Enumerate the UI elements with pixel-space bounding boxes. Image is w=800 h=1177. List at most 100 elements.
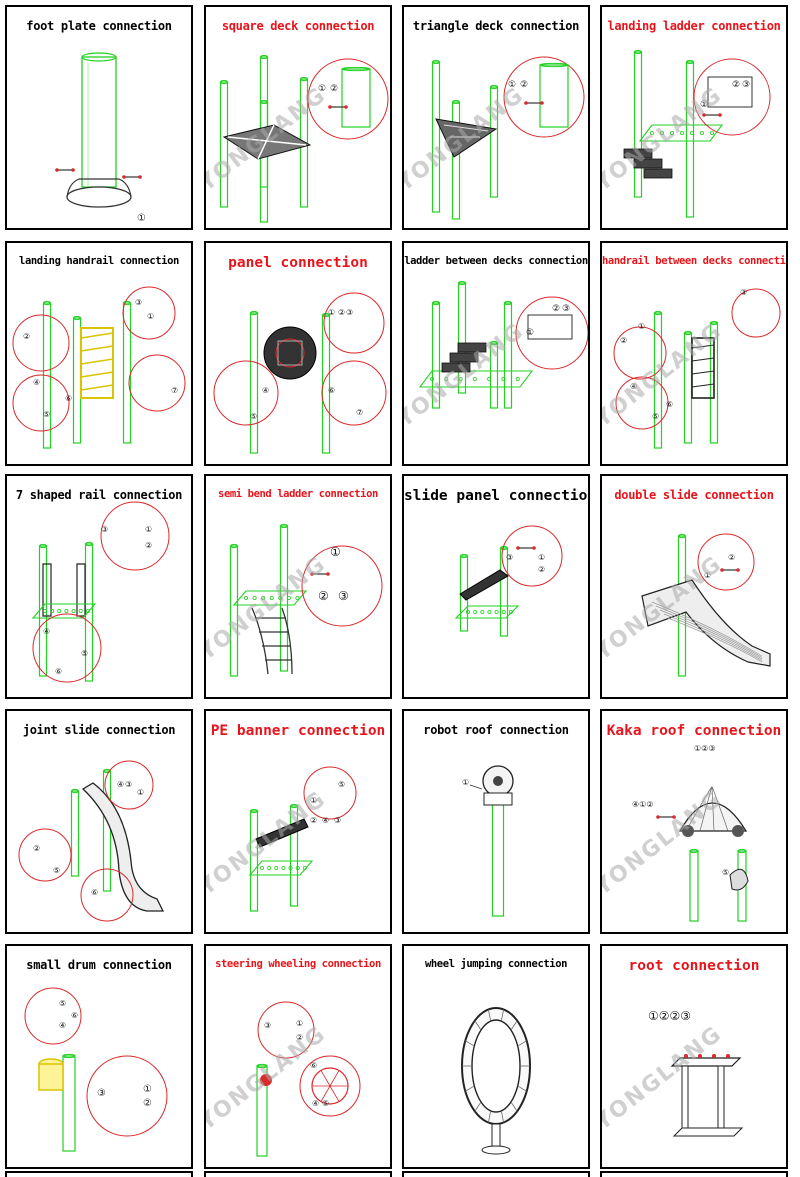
part-number-label: ④ [33,378,40,387]
part-number-label: ② [310,816,317,825]
part-number-label: ⑤ [59,999,66,1008]
panel-title: landing ladder connection [607,19,781,33]
detail-callout-circle [122,286,176,340]
detail-callout-circle [18,828,72,882]
part-number-label: ② [23,332,30,341]
lower-deck [418,370,534,388]
part-number-label: ④ [262,386,269,395]
pipe [259,54,269,188]
landing-deck [638,124,724,142]
semi-bend-ladder [251,607,293,675]
part-number-label: ④ [312,1099,319,1108]
part-number-label: ① [526,328,534,338]
detail-callout-circle [86,1055,168,1137]
part-number-label: ② [728,553,735,562]
part-number-label: ⑥ [91,888,98,897]
pipe [683,330,693,444]
detail-callout-circle [104,760,154,810]
detail-pipe [341,66,371,128]
bottom-strip [0,1171,800,1177]
part-number-label: ⑥ [328,386,335,395]
slide-panel [459,569,509,601]
pipe [229,543,239,677]
detail-callout-circle [307,58,389,140]
part-number-label: ③ [135,298,142,307]
part-number-label: ② [145,541,152,550]
panel-illustration: ②① [641,533,771,677]
kaka-roof-pipe [689,848,699,922]
part-number-label: ③ [101,525,108,534]
detail-callout-circle [303,766,357,820]
detail-callout-circle [213,360,279,426]
part-number-label: ② [143,1098,152,1109]
part-number-label: ④ [117,780,124,789]
part-number-label: ① [328,308,335,317]
part-number-label: ② [330,84,338,94]
part-number-label: ③ [97,1088,106,1099]
landing-ladder-steps [623,148,673,179]
part-number-label: ③ [506,553,513,562]
part-number-label: ⑦ [356,408,363,417]
part-number-label: ② [552,304,560,314]
pipe [489,84,499,198]
pipe [42,300,52,449]
detail-callout-circle [501,525,563,587]
part-number-label: ⑤ [43,410,50,419]
part-number-label: ⑥ [55,667,62,676]
part-number-label: ④ [43,627,50,636]
double-slide [641,579,771,667]
panel-title: Kaka roof connection [606,723,782,739]
part-number-label: ⑥ [65,394,72,403]
bolt-part [55,168,75,172]
part-number-label: ② [33,844,40,853]
part-number-label: ② [520,80,528,90]
bolt-part [656,815,676,819]
steering-wheel [260,1067,349,1105]
part-number-label: ① [704,571,711,580]
panel-illustration [461,1007,531,1155]
pipe [249,808,259,912]
bracket-plate [707,76,753,108]
detail-callout-circle [693,58,771,136]
pipe [633,49,643,198]
panel-title: square deck connection [221,19,375,33]
part-number-label: ① [310,796,317,805]
pipe [259,99,269,223]
root-frame [670,1057,744,1137]
detail-callout-circle [12,314,70,372]
detail-callout-circle [128,354,186,412]
ladder-deck [232,590,308,606]
part-number-label: ② [732,80,740,90]
part-number-label: ⑦ [171,386,178,395]
panel-title: root connection [628,958,760,974]
part-number-label: ④①② [632,800,654,809]
part-number-label: ① [462,778,469,787]
part-number-label: ⑤ [652,412,659,421]
handrail-panel [691,337,715,399]
part-number-label: ① [137,213,146,224]
detail-callout-circle [12,374,70,432]
panel-title: slide panel connection [404,488,590,504]
part-number-label: ⑤ [250,412,257,421]
part-number-label: ⑤ [322,1099,329,1108]
part-number-label: ⑥ [310,1061,317,1070]
steering-pipe [256,1063,268,1157]
panel-title: PE banner connection [210,723,386,739]
detail-callout-circle [697,533,755,591]
yellow-drum [38,1058,64,1091]
pipe [457,280,467,394]
